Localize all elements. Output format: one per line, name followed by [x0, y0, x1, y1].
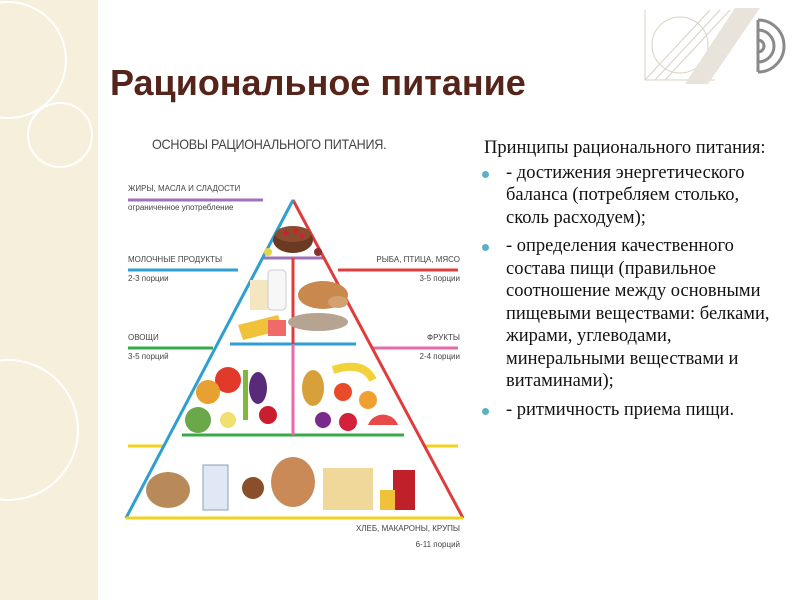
- food-pyramid: ОСНОВЫ РАЦИОНАЛЬНОГО ПИТАНИЯ.: [118, 130, 470, 570]
- level-portion-grains: 6-11 порций: [415, 540, 460, 549]
- list-item: - определения качественного состава пищи…: [482, 235, 784, 393]
- level-label-grains: ХЛЕБ, МАКАРОНЫ, КРУПЫ: [355, 524, 460, 533]
- bullet-icon: [482, 407, 489, 415]
- slide-title: Рациональное питание: [110, 62, 526, 103]
- principles-list: - достижения энергетического баланса (по…: [482, 162, 784, 422]
- list-item: - ритмичность приема пищи.: [482, 399, 784, 422]
- principles-text: Принципы рационального питания: - достиж…: [482, 137, 784, 427]
- list-item: - достижения энергетического баланса (по…: [482, 162, 784, 230]
- level-portion-vegetables: 3-5 порций: [128, 352, 169, 361]
- bullet-icon: [482, 244, 489, 251]
- level-label-vegetables: ОВОЩИ: [128, 333, 159, 342]
- decor-circles: [0, 1, 93, 501]
- level-label-fats: ЖИРЫ, МАСЛА И СЛАДОСТИ: [128, 184, 241, 193]
- pyramid-drawing: [124, 198, 465, 520]
- principles-intro: Принципы рационального питания:: [484, 138, 766, 158]
- level-portion-meat: 3-5 порции: [419, 274, 460, 283]
- level-label-meat: РЫБА, ПТИЦА, МЯСО: [376, 255, 460, 264]
- bullet-icon: [482, 170, 489, 178]
- level-portion-fruits: 2-4 порции: [419, 352, 460, 361]
- pyramid-heading: ОСНОВЫ РАЦИОНАЛЬНОГО ПИТАНИЯ.: [152, 136, 387, 152]
- corner-logo-icon: [640, 0, 800, 88]
- level-portion-fats: ограниченное употребление: [128, 203, 234, 212]
- level-portion-dairy: 2-3 порции: [128, 274, 169, 283]
- level-label-dairy: МОЛОЧНЫЕ ПРОДУКТЫ: [128, 255, 223, 264]
- level-label-fruits: ФРУКТЫ: [427, 333, 460, 342]
